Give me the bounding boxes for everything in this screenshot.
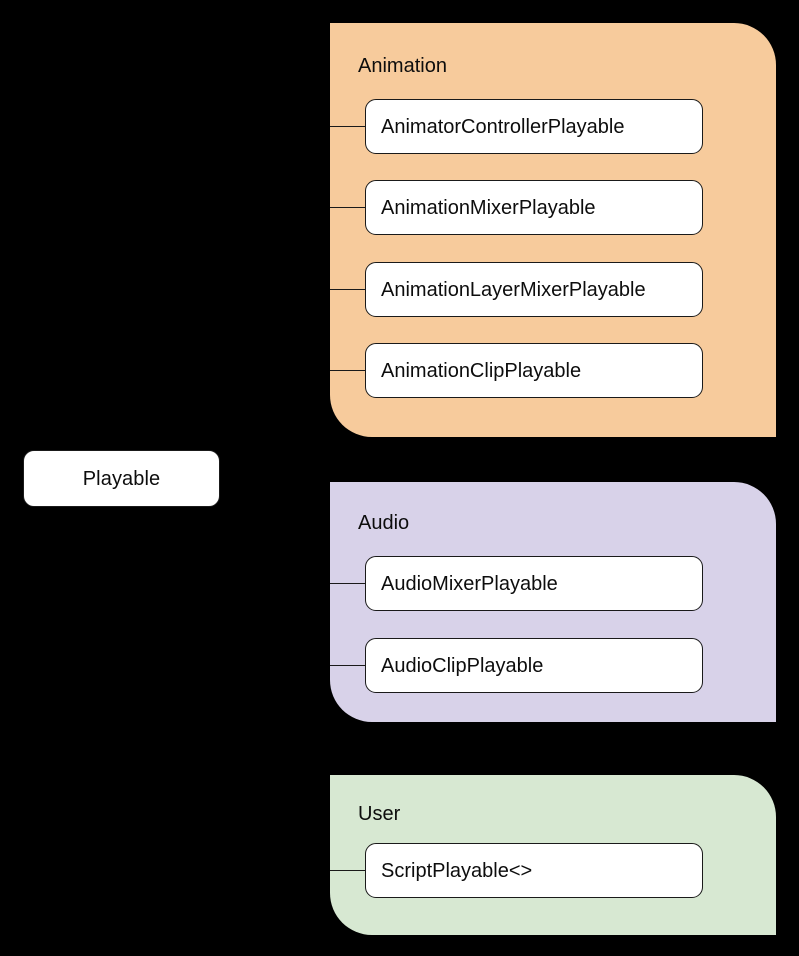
- connector-edge: [330, 126, 365, 127]
- node-audiomixerplayable[interactable]: AudioMixerPlayable: [365, 556, 703, 611]
- group-title-user: User: [358, 803, 401, 825]
- node-animatorcontrollerplayable[interactable]: AnimatorControllerPlayable: [365, 99, 703, 154]
- node-label: AnimatorControllerPlayable: [381, 115, 625, 138]
- node-label: ScriptPlayable<>: [381, 859, 533, 882]
- node-scriptplayable[interactable]: ScriptPlayable<>: [365, 843, 703, 898]
- connector-edge: [330, 583, 365, 584]
- node-label: AnimationMixerPlayable: [381, 196, 596, 219]
- node-label: AudioMixerPlayable: [381, 572, 558, 595]
- node-playable[interactable]: Playable: [23, 450, 220, 507]
- node-animationclipplayable[interactable]: AnimationClipPlayable: [365, 343, 703, 398]
- node-label: AnimationLayerMixerPlayable: [381, 278, 646, 301]
- group-title-animation: Animation: [358, 55, 447, 77]
- connector-edge: [330, 370, 365, 371]
- group-title-audio: Audio: [358, 512, 410, 534]
- node-animationlayermixerplayable[interactable]: AnimationLayerMixerPlayable: [365, 262, 703, 317]
- connector-edge: [330, 207, 365, 208]
- node-animationmixerplayable[interactable]: AnimationMixerPlayable: [365, 180, 703, 235]
- node-playable-label: Playable: [82, 467, 161, 490]
- node-label: AnimationClipPlayable: [381, 359, 582, 382]
- connector-edge: [330, 665, 365, 666]
- node-label: AudioClipPlayable: [381, 654, 544, 677]
- connector-edge: [330, 870, 365, 871]
- node-audioclipplayable[interactable]: AudioClipPlayable: [365, 638, 703, 693]
- connector-edge: [330, 289, 365, 290]
